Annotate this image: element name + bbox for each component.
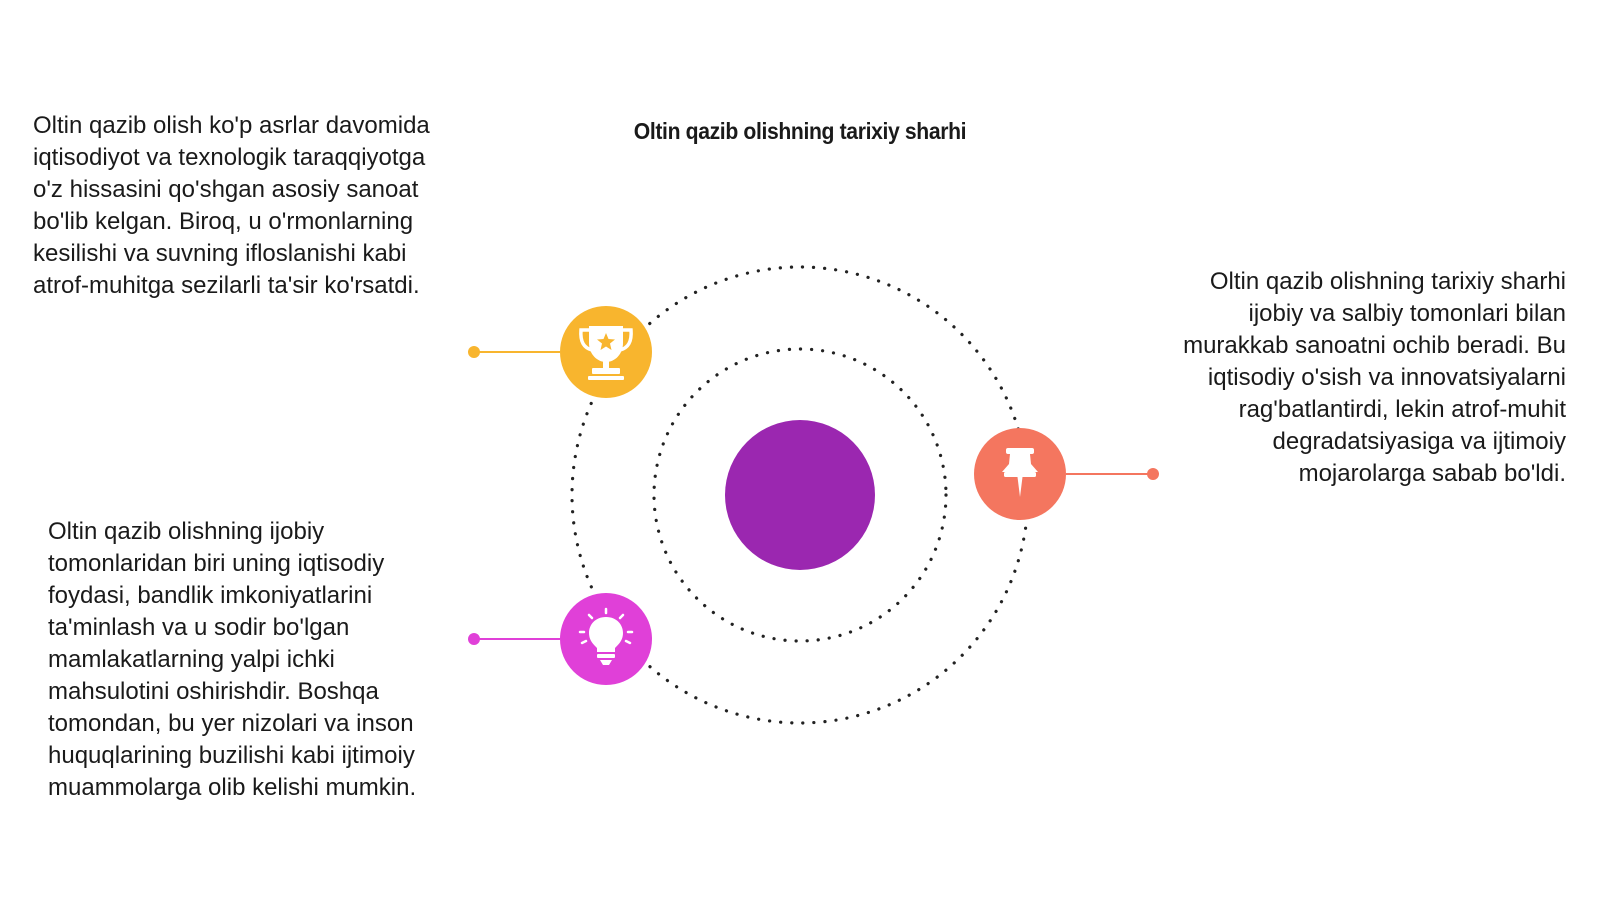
pushpin-description: Oltin qazib olishning tarixiy sharhi ijo… [1183, 268, 1566, 487]
trophy-connector-dot [468, 346, 480, 358]
page-title: Oltin qazib olishning tarixiy sharhi [633, 118, 967, 144]
lightbulb-description: Oltin qazib olishning ijobiy tomonlarida… [48, 518, 417, 801]
pushpin-connector-dot [1147, 468, 1159, 480]
trophy-icon [579, 326, 633, 380]
trophy-node [468, 306, 652, 398]
pushpin-icon [1002, 448, 1038, 497]
pushpin-node [974, 428, 1159, 520]
lightbulb-connector-dot [468, 633, 480, 645]
trophy-description: Oltin qazib olish ko'p asrlar davomida i… [33, 112, 430, 299]
lightbulb-node [468, 593, 652, 685]
lightbulb-icon [578, 607, 634, 665]
inner-orbit [652, 347, 948, 643]
center-circle [725, 420, 875, 570]
